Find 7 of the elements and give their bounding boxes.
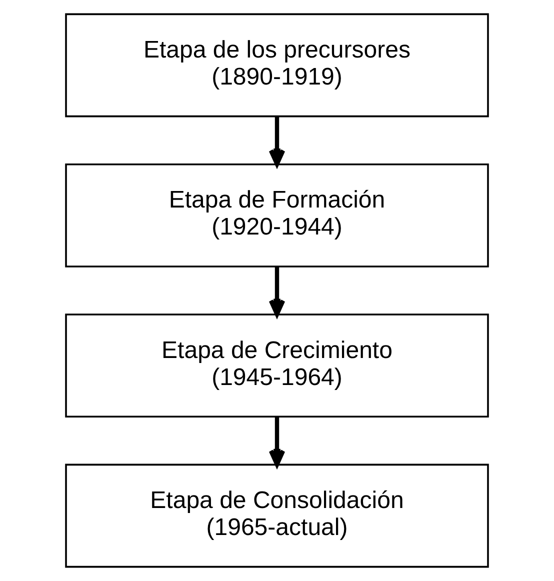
arrow [268, 266, 286, 316]
node-box: Etapa de Crecimiento (1945-1964) [65, 314, 489, 418]
arrow [268, 116, 286, 166]
arrow [268, 416, 286, 467]
node-box: Etapa de los precursores (1890-1919) [65, 13, 489, 118]
node-box: Etapa de Consolidación (1965-actual) [65, 464, 489, 568]
node-box: Etapa de Formación (1920-1944) [65, 163, 489, 268]
